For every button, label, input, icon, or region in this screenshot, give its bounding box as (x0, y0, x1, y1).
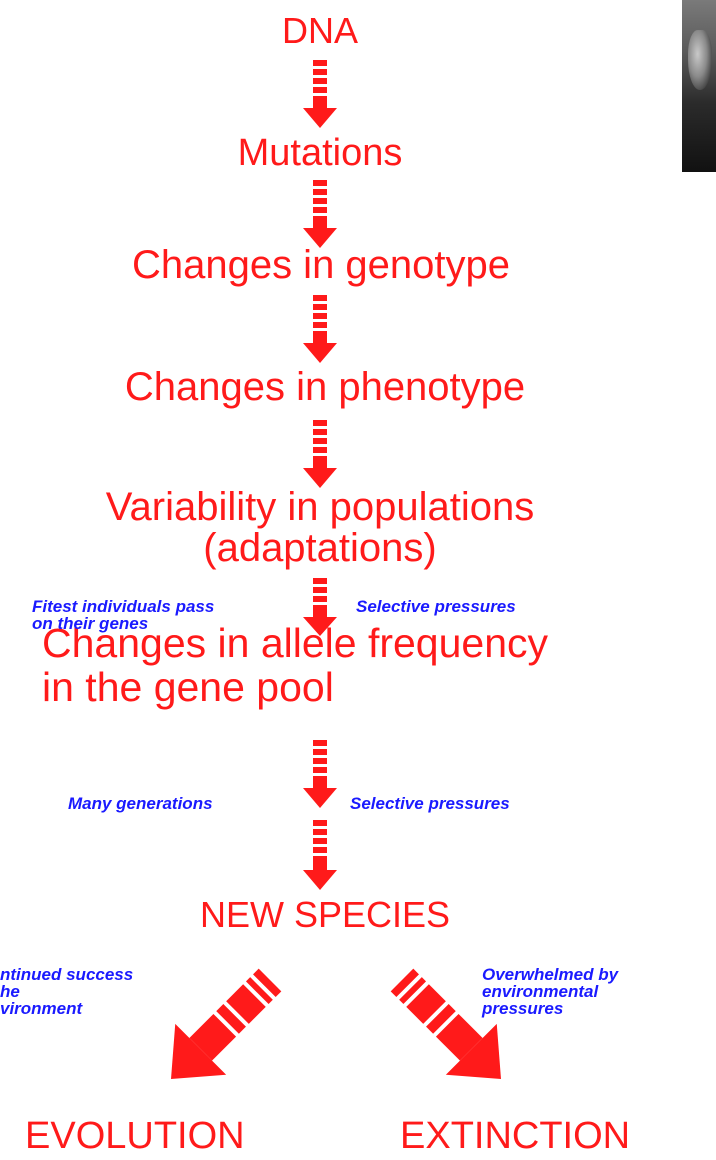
down-arrow-3 (303, 295, 337, 365)
portrait-photo (682, 0, 716, 172)
diagonal-arrow-extinction (372, 960, 522, 1110)
step-dna: DNA (270, 13, 370, 49)
down-arrow-1 (303, 60, 337, 130)
down-arrow-4 (303, 420, 337, 490)
outcome-extinction: EXTINCTION (400, 1117, 630, 1155)
step-variability-line1: Variability in populations (70, 487, 570, 527)
note-selective-1: Selective pressures (356, 598, 516, 615)
step-mutations: Mutations (200, 134, 440, 172)
note-selective-2: Selective pressures (350, 795, 510, 812)
note-fittest-line2: on their genes (32, 615, 148, 632)
note-many-generations: Many generations (68, 795, 213, 812)
step-allele-line2: in the gene pool (42, 667, 334, 708)
step-phenotype: Changes in phenotype (90, 367, 560, 407)
note-continued-line2: he (0, 983, 20, 1000)
outcome-evolution: EVOLUTION (25, 1117, 245, 1155)
step-new-species: NEW SPECIES (170, 897, 480, 933)
note-continued-line1: ntinued success (0, 966, 133, 983)
down-arrow-5 (303, 578, 337, 640)
down-arrow-7 (303, 820, 337, 892)
step-variability-line2: (adaptations) (190, 528, 450, 568)
step-genotype: Changes in genotype (96, 245, 546, 285)
diagonal-arrow-evolution (150, 960, 300, 1110)
note-continued-line3: vironment (0, 1000, 82, 1017)
down-arrow-6 (303, 740, 337, 810)
down-arrow-2 (303, 180, 337, 250)
note-fittest-line1: Fitest individuals pass (32, 598, 214, 615)
